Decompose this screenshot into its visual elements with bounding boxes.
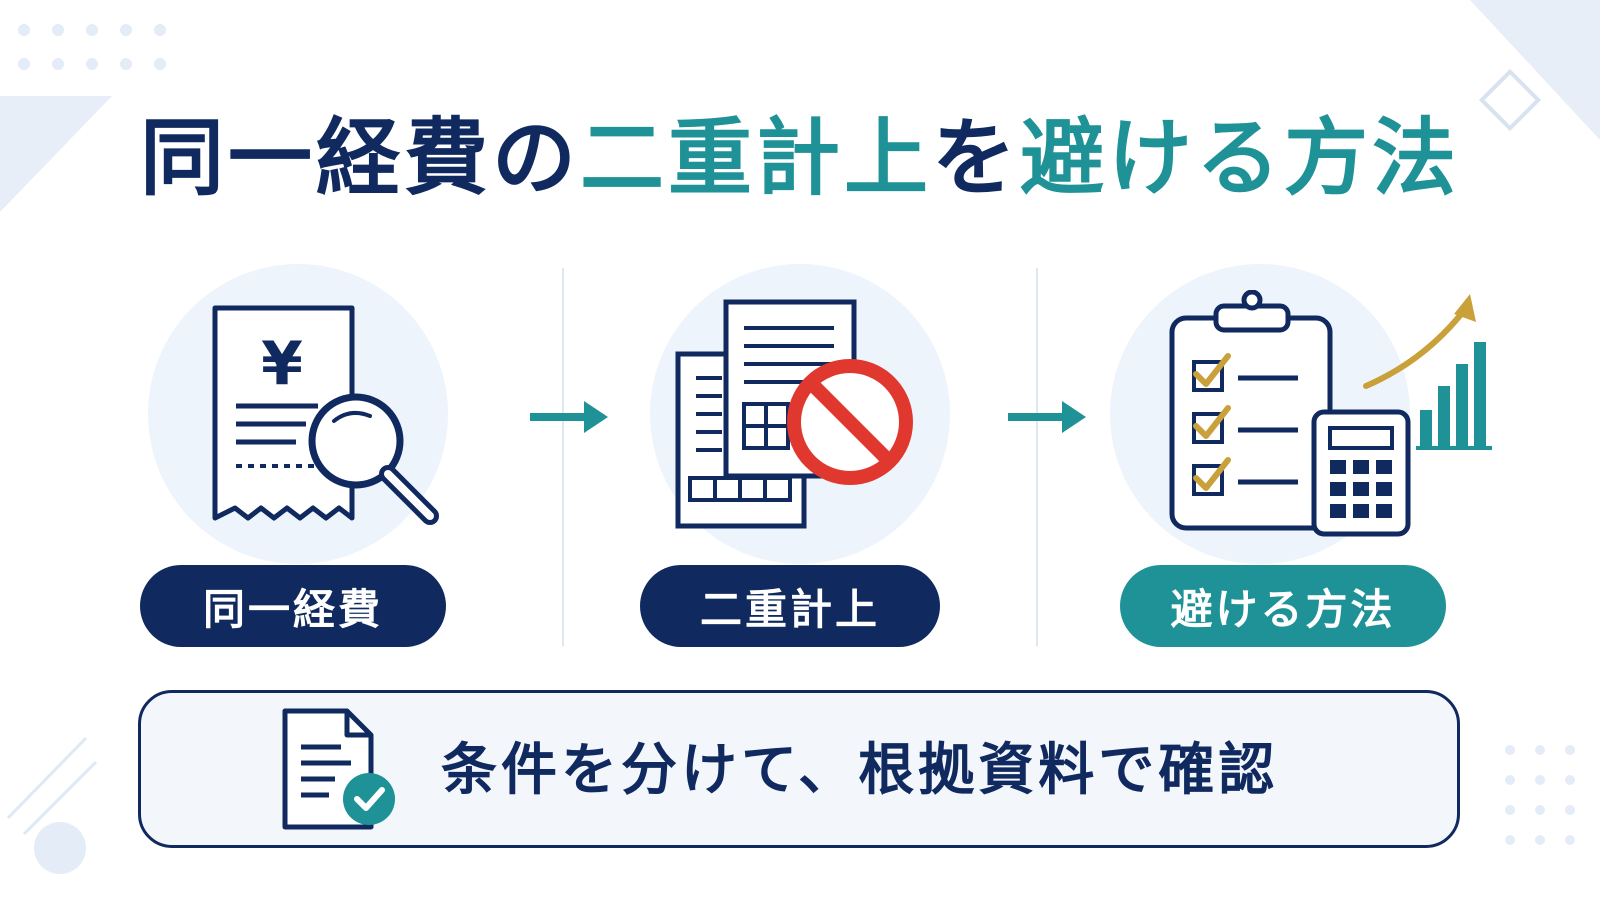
title-part-double-entry: 二重計上 — [579, 109, 932, 207]
checklist-calculator-growth-icon — [1169, 290, 1492, 537]
step3-label: 避ける方法 — [1170, 584, 1396, 634]
page-title: 同一経費の二重計上を避ける方法 — [0, 98, 1600, 218]
document-check-icon — [282, 708, 395, 830]
title-part-particle: を — [932, 109, 1021, 207]
step2-label: 二重計上 — [699, 584, 880, 634]
arrow-right-icon — [530, 401, 608, 433]
divider-right — [1036, 268, 1038, 646]
title-part-avoid-method: 避ける方法 — [1020, 109, 1461, 207]
arrow-right-icon — [1008, 401, 1086, 433]
yen-symbol: ¥ — [261, 329, 303, 399]
divider-left — [562, 268, 564, 646]
title-part-same-expense: 同一経費の — [139, 109, 580, 207]
step3-label-pill: 避ける方法 — [1120, 565, 1446, 647]
step2-label-pill: 二重計上 — [640, 565, 940, 647]
duplicate-documents-prohibited-icon — [675, 299, 913, 529]
step1-label: 同一経費 — [202, 584, 383, 634]
step1-label-pill: 同一経費 — [140, 565, 446, 647]
bottom-message-text: 条件を分けて、根拠資料で確認 — [441, 738, 1279, 803]
receipt-search-icon: ¥ — [212, 305, 439, 525]
bottom-message-box: 条件を分けて、根拠資料で確認 — [138, 690, 1460, 848]
